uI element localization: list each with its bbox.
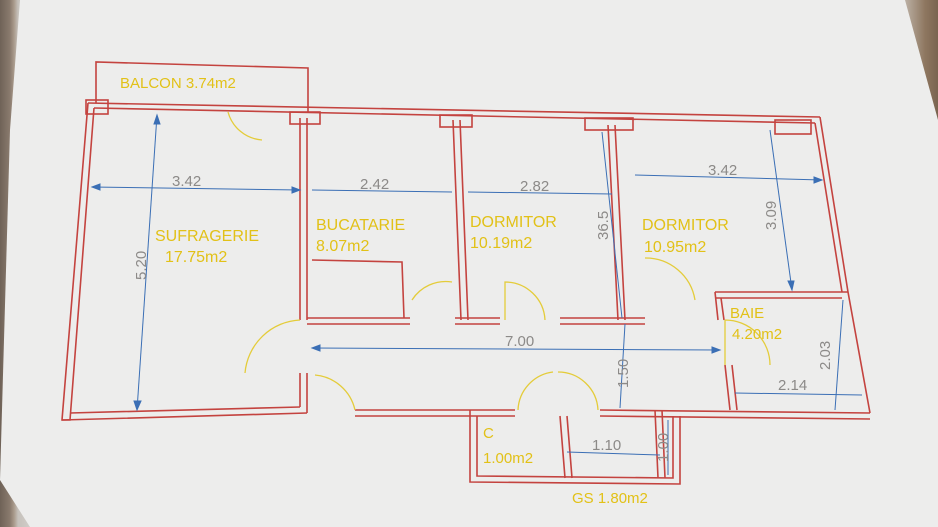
- baie-height-dim: 2.03: [817, 341, 834, 370]
- gs-height-dim: 1.00: [655, 433, 672, 462]
- c-name-label: C: [483, 425, 494, 442]
- sufragerie-height-dim: 5.20: [133, 251, 150, 280]
- dormitor1-height-dim: 36.5: [595, 211, 612, 240]
- sufragerie-name-label: SUFRAGERIE: [155, 228, 259, 245]
- dormitor1-width-dim: 2.82: [520, 178, 549, 195]
- gs-width-dim: 1.10: [592, 437, 621, 454]
- bucatarie-name-label: BUCATARIE: [316, 217, 405, 234]
- baie-width-dim: 2.14: [778, 377, 807, 394]
- bucatarie-width-dim: 2.42: [360, 176, 389, 193]
- dormitor1-name-label: DORMITOR: [470, 214, 557, 231]
- gs-label: GS 1.80m2: [572, 490, 648, 507]
- dormitor1-area-label: 10.19m2: [470, 235, 532, 252]
- hall-length-dim: 7.00: [505, 333, 534, 350]
- sufragerie-area-label: 17.75m2: [165, 249, 227, 266]
- balcon-label: BALCON 3.74m2: [120, 75, 236, 92]
- baie-area-label: 4.20m2: [732, 326, 782, 343]
- hall-height-dim: 1.50: [615, 359, 632, 388]
- doors: [227, 111, 771, 411]
- baie-name-label: BAIE: [730, 305, 764, 322]
- dormitor2-area-label: 10.95m2: [644, 239, 706, 256]
- dimension-lines: [90, 113, 863, 475]
- walls: [61, 61, 871, 485]
- dormitor2-name-label: DORMITOR: [642, 217, 729, 234]
- dormitor2-width-dim: 3.42: [708, 162, 737, 179]
- sufragerie-width-dim: 3.42: [172, 173, 201, 190]
- bucatarie-area-label: 8.07m2: [316, 238, 369, 255]
- dormitor2-height-dim: 3.09: [763, 201, 780, 230]
- c-area-label: 1.00m2: [483, 450, 533, 467]
